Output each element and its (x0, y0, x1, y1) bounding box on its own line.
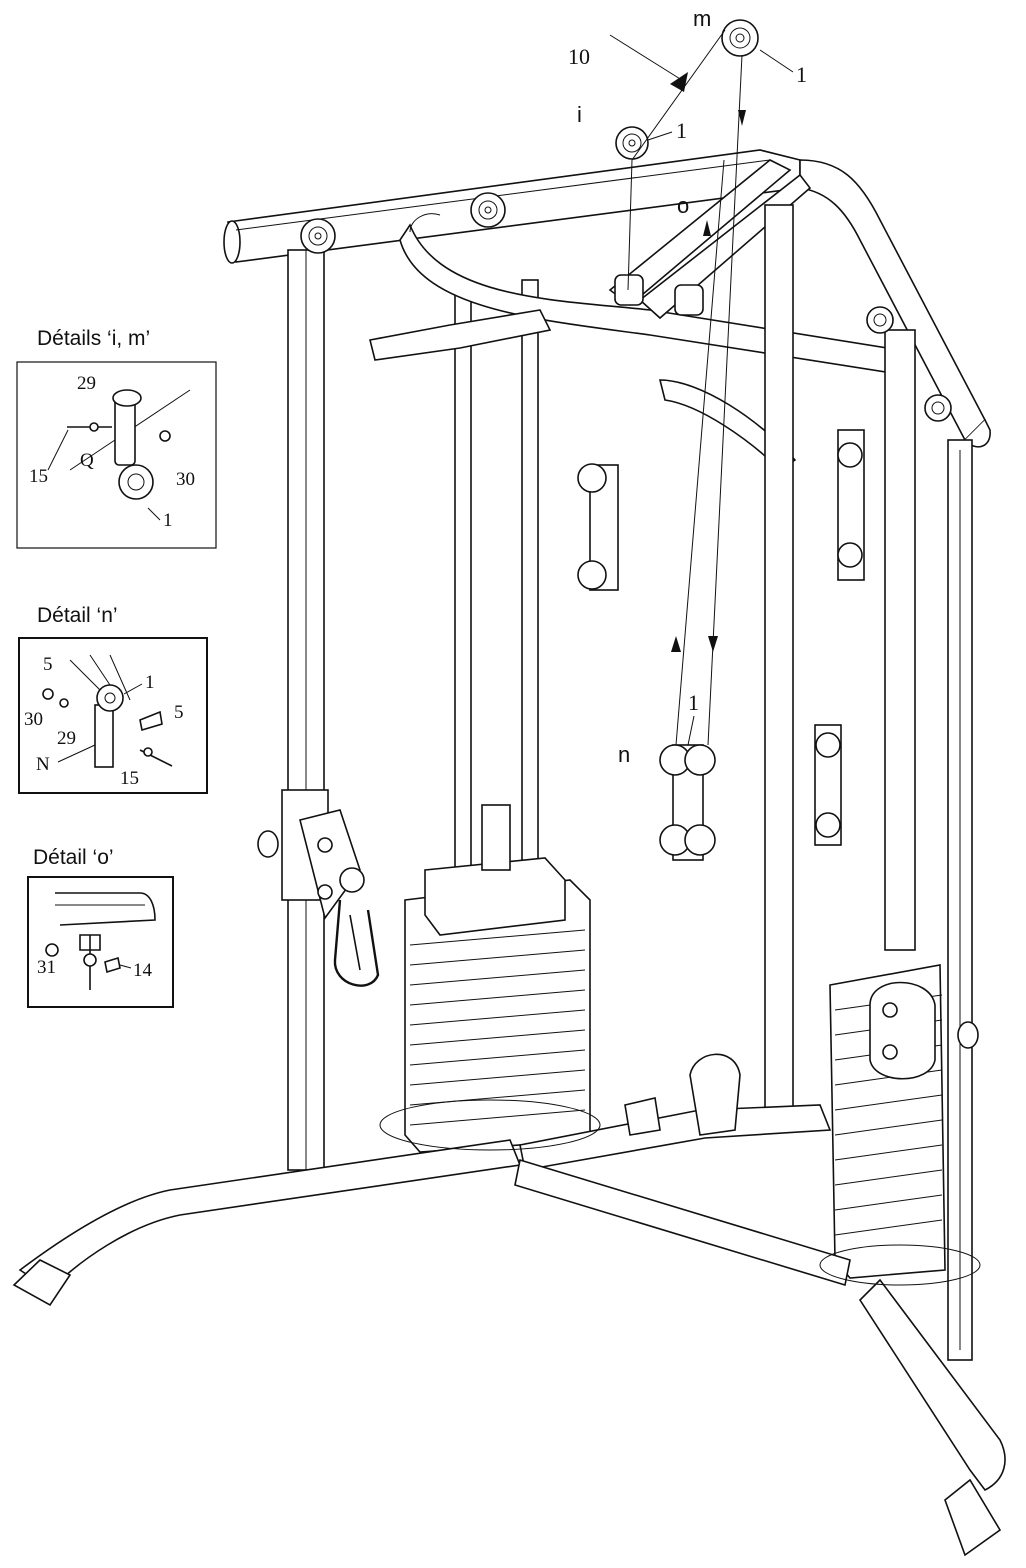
cable-path (609, 29, 743, 746)
detail-n-15: 15 (120, 768, 139, 789)
pulleys (300, 19, 952, 422)
callout-o: o (677, 193, 689, 218)
pulley-icon (866, 306, 894, 334)
pulley-icon (300, 218, 336, 254)
left-weight-stack (404, 804, 591, 1153)
detail-im-30: 30 (176, 469, 195, 490)
callout-1-n: 1 (688, 690, 699, 715)
detail-n-5b: 5 (174, 702, 184, 723)
pulley-icon (470, 192, 506, 228)
callout-10: 10 (568, 44, 590, 69)
detail-n-1: 1 (145, 672, 155, 693)
detail-im-15: 15 (29, 466, 48, 487)
pulley-icon (721, 19, 759, 57)
detail-n-title: Détail ‘n’ (37, 604, 118, 627)
right-weight-stack (829, 964, 979, 1279)
detail-n-5a: 5 (43, 654, 53, 675)
pulley-icon (615, 126, 649, 160)
detail-im-29: 29 (77, 373, 96, 394)
direction-arrow-icon (670, 72, 746, 652)
pulley-bracket (577, 463, 619, 591)
callout-i: i (577, 102, 582, 127)
callout-m: m (693, 6, 711, 31)
pulley-icon (924, 394, 952, 422)
detail-n: Détail ‘n’ 5 1 5 30 29 N 15 (18, 604, 208, 794)
callout-1-i: 1 (676, 118, 687, 143)
callout-1-top: 1 (796, 62, 807, 87)
pulley-bracket (837, 429, 865, 581)
detail-im-1: 1 (163, 510, 173, 531)
detail-o: Détail ‘o’ 31 14 (27, 846, 174, 1008)
detail-o-14: 14 (133, 960, 153, 981)
detail-im-Q: Q (80, 450, 94, 471)
detail-im: Détails ‘i, m’ 29 15 Q 30 1 (16, 327, 217, 549)
detail-n-29: 29 (57, 728, 76, 749)
detail-im-title: Détails ‘i, m’ (37, 327, 150, 350)
pulley-bracket-n (659, 744, 716, 861)
pulley-bracket (814, 724, 842, 846)
detail-o-31: 31 (37, 957, 56, 978)
callout-n: n (618, 742, 630, 767)
detail-n-N: N (36, 754, 50, 775)
detail-n-30: 30 (24, 709, 43, 730)
detail-o-title: Détail ‘o’ (33, 846, 114, 869)
machine-frame (12, 149, 1006, 1557)
